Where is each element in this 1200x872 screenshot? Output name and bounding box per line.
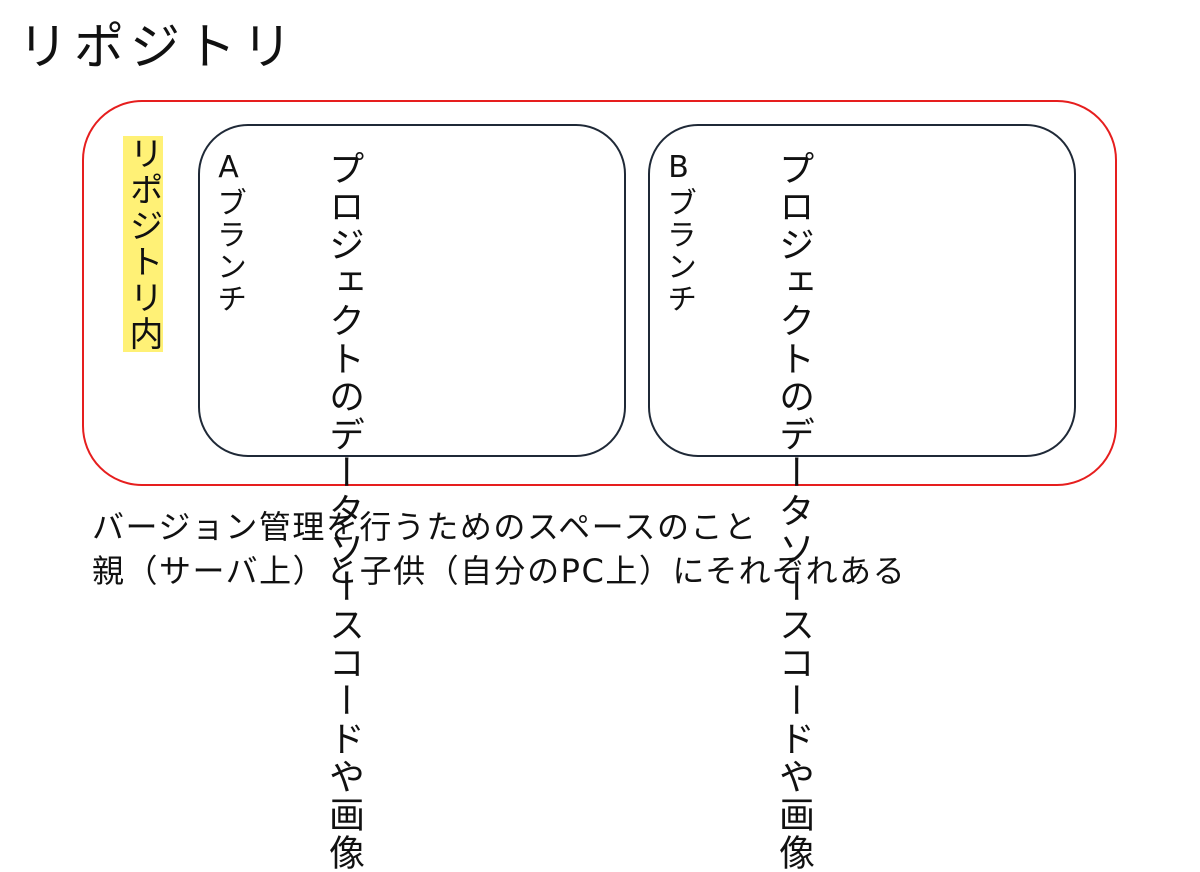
repository-label-text: リポジトリ内 [123, 136, 163, 352]
description: バージョン管理を行うためのスペースのこと 親（サーバ上）と子供（自分のPC上）に… [92, 505, 906, 593]
slide-title: リポジトリ [18, 18, 298, 76]
branch-b-box [648, 124, 1076, 457]
branch-a-box [198, 124, 626, 457]
repository-label: リポジトリ内 [120, 136, 166, 352]
description-line-2: 親（サーバ上）と子供（自分のPC上）にそれぞれある [92, 552, 907, 590]
branch-a-name: Aブランチ [211, 150, 246, 315]
branch-b-name: Bブランチ [661, 150, 696, 315]
repository-box [82, 100, 1117, 486]
description-line-1: バージョン管理を行うためのスペースのこと [92, 508, 758, 546]
